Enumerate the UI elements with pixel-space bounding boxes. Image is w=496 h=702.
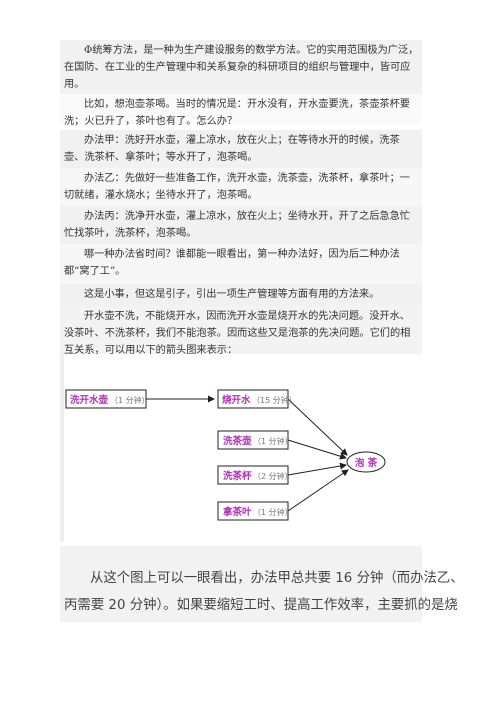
panel-6	[60, 244, 422, 284]
conclusion-line-1: 从这个图上可以一眼看出，办法甲总共要 16 分钟（而办法乙、	[90, 571, 464, 586]
node-wash-teapot-label: 洗茶壶	[223, 435, 252, 447]
paragraph-prerequisites: 开水壶不洗，不能烧开水，因而洗开水壶是烧开水的先决问题。没开水、没茶叶、不洗茶杯…	[64, 311, 411, 356]
conclusion-line-2: 丙需要 20 分钟）。如果要缩短工时、提高工作效率，主要抓的是烧	[64, 598, 458, 613]
node-wash-cups: 洗茶杯 （2 分钟）	[217, 465, 293, 485]
arrow-diagram: 洗开水壶 （1 分钟） 烧开水 （15 分钟） 洗茶壶 （1 分钟） 洗茶杯 （…	[64, 354, 422, 542]
panel-2	[60, 94, 422, 124]
paragraph-method-a: 办法甲：洗好开水壶，灌上凉水，放在火上；在等待水开的时候，洗茶壶、洗茶杯、拿茶叶…	[64, 135, 400, 163]
paragraph-question: 哪一种办法省时间？谁都能一眼看出，第一种办法好，因为后二种办法都“窝了工”。	[64, 249, 400, 277]
panel-1	[60, 40, 422, 94]
node-wash-kettle-duration: （1 分钟）	[110, 395, 150, 405]
node-boil-water: 烧开水 （15 分钟）	[217, 389, 297, 409]
node-wash-kettle: 洗开水壶 （1 分钟）	[65, 389, 150, 409]
paragraph-method-b: 办法乙：先做好一些准备工作，洗开水壶，洗茶壶，洗茶杯，拿茶叶；一切就绪，灌水烧水…	[64, 173, 410, 201]
node-get-tea: 拿茶叶 （1 分钟）	[217, 501, 293, 521]
panel-5	[60, 206, 422, 244]
edge-cups-to-tea	[287, 462, 347, 476]
edge-teapot-to-tea	[287, 439, 347, 460]
paragraph-method-c: 办法丙：洗净开水壶，灌上凉水，放在火上；坐待水开，开了之后急急忙忙找茶叶，洗茶杯…	[64, 211, 410, 239]
node-wash-kettle-label: 洗开水壶	[70, 394, 109, 406]
node-boil-water-label: 烧开水	[222, 394, 251, 406]
node-wash-teapot: 洗茶壶 （1 分钟）	[217, 430, 293, 450]
node-get-tea-duration: （1 分钟）	[253, 507, 293, 517]
edge-tea-leaves-to-tea	[287, 469, 349, 512]
panel-8	[60, 306, 422, 354]
node-make-tea: 泡 茶	[346, 451, 386, 473]
paragraph-intro: Φ统筹方法，是一种为生产建设服务的数学方法。它的实用范围极为广泛，在国防、在工业…	[64, 45, 419, 90]
node-wash-cups-duration: （2 分钟）	[253, 471, 293, 481]
panel-4	[60, 168, 422, 206]
panel-7	[60, 284, 422, 306]
node-make-tea-label: 泡 茶	[355, 457, 378, 469]
panel-3	[60, 130, 422, 168]
node-get-tea-label: 拿茶叶	[222, 506, 252, 518]
node-boil-water-duration: （15 分钟）	[252, 395, 297, 405]
conclusion-panel	[60, 546, 422, 622]
paragraph-example: 比如，想泡壶茶喝。当时的情况是：开水没有，开水壶要洗，茶壶茶杯要洗；火已升了，茶…	[64, 99, 410, 127]
node-wash-teapot-duration: （1 分钟）	[253, 436, 293, 446]
node-wash-cups-label: 洗茶杯	[223, 470, 252, 482]
paragraph-intro-method: 这是小事，但这是引子，引出一项生产管理等方面有用的方法来。	[84, 289, 380, 300]
edge-boil-to-tea	[287, 398, 348, 456]
